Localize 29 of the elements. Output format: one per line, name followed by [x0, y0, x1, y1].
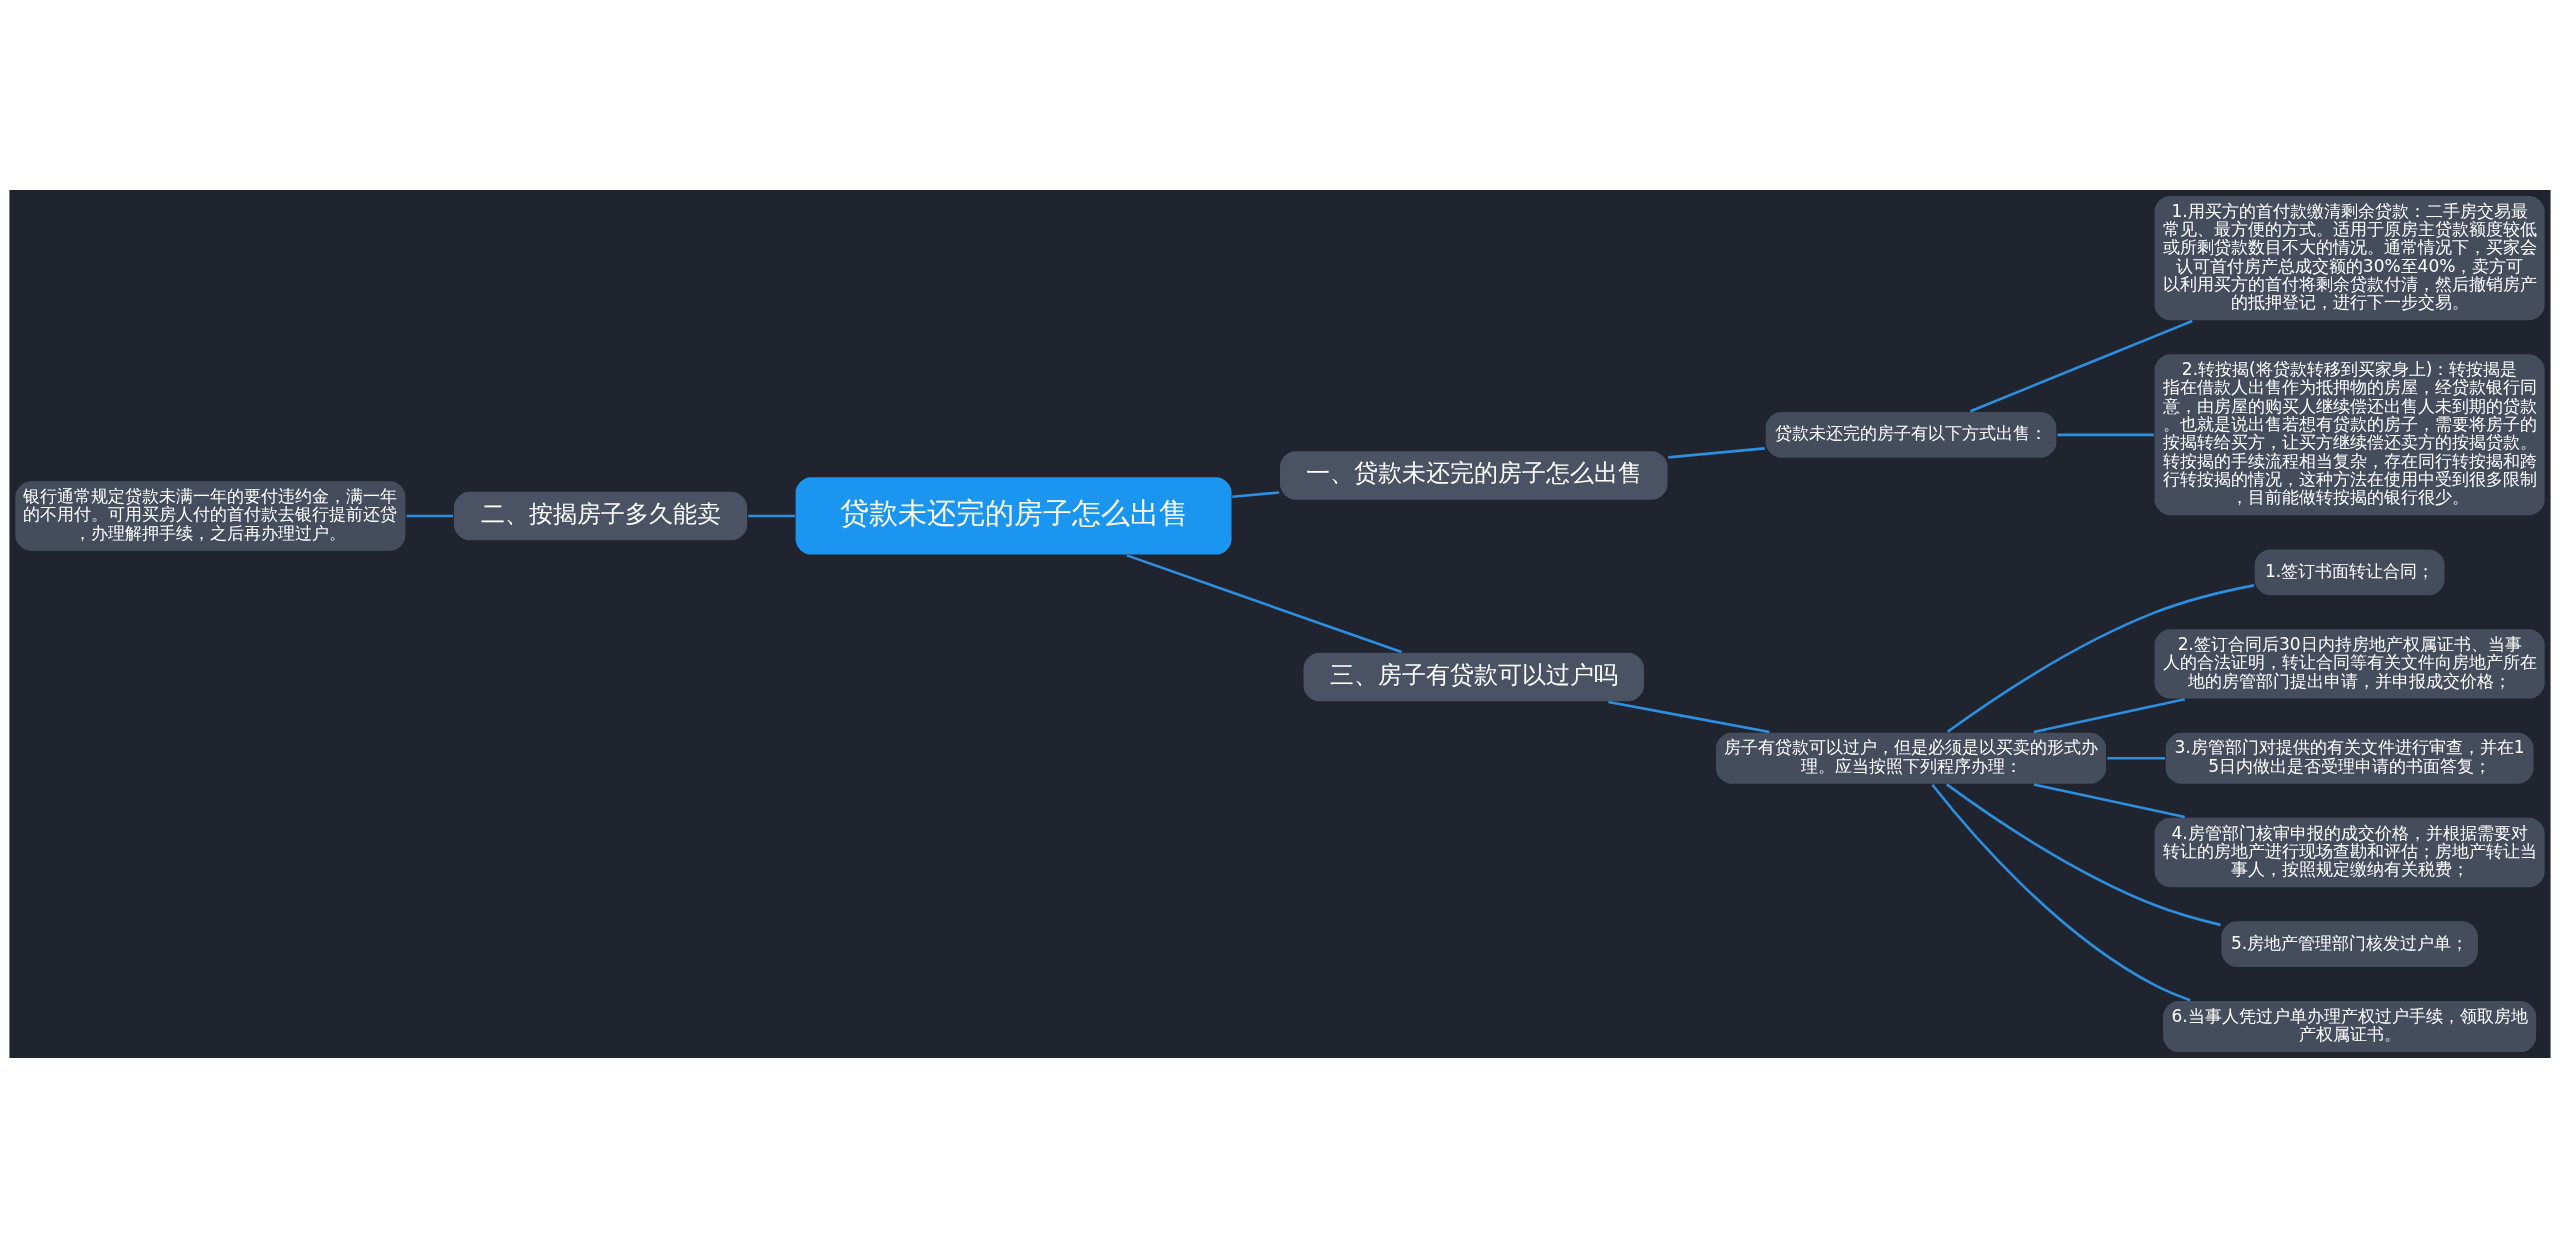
- node-box: 贷款未还完的房子怎么出售: [794, 475, 1233, 556]
- node-box: 1.用买方的首付款缴清剩余贷款：二手房交易最常见、最方便的方式。适用于原房主贷款额度较低或所剩贷款数目不大的情况。通常情况下，买家会认可首付房产总成交额的30%至40%，卖方可以利用买方的首付将剩余贷款付清，然后撤销房产的抵押登记，进行下一步交易。: [2153, 194, 2546, 322]
- connector: [406, 514, 454, 517]
- node-box: 贷款未还完的房子有以下方式出售：: [1764, 410, 2058, 459]
- connector: [1945, 782, 2221, 926]
- node-box: 1.签订书面转让合同；: [2253, 547, 2446, 596]
- node-box: 5.房地产管理部门核发过户单；: [2220, 919, 2480, 968]
- node-box: 4.房管部门核审申报的成交价格，并根据需要对转让的房地产进行现场查勘和评估；房地产转让当事人，按照规定缴纳有关税费；: [2153, 815, 2546, 888]
- connector: [2033, 697, 2185, 733]
- node-box: 二、按揭房子多久能卖: [452, 489, 749, 542]
- connector: [1126, 553, 1402, 653]
- connector: [748, 514, 795, 517]
- connector: [1608, 700, 1770, 733]
- node-box: 6.当事人凭过户单办理产权过户手续，领取房地产权属证书。: [2161, 999, 2538, 1053]
- connector: [1969, 319, 2193, 412]
- node-box: 房子有贷款可以过户，但是必须是以买卖的形式办理。应当按照下列程序办理：: [1714, 730, 2108, 785]
- connector: [2033, 782, 2185, 818]
- node-box: 三、房子有贷款可以过户吗: [1302, 651, 1646, 703]
- node-box: 一、贷款未还完的房子怎么出售: [1278, 449, 1669, 501]
- connector: [1668, 446, 1765, 459]
- node-box: 2.签订合同后30日内持房地产权属证书、当事人的合法证明，转让合同等有关文件向房地产所在地的房管部门提出申请，并申报成交价格；: [2153, 627, 2546, 700]
- node-box: 银行通常规定贷款未满一年的要付违约金，满一年的不用付。可用买房人付的首付款去银行提前还贷，办理解押手续，之后再办理过户。: [14, 479, 407, 552]
- node-box: 3.房管部门对提供的有关文件进行审查，并在15日内做出是否受理申请的书面答复；: [2164, 730, 2535, 785]
- connector: [2057, 433, 2154, 436]
- node-box: 2.转按揭(将贷款转移到买家身上)：转按揭是指在借款人出售作为抵押物的房屋，经贷款银行同意，由房屋的购买人继续偿还出售人未到期的贷款。也就是说出售若想有贷款的房子，需要将房子的按揭转给买方，让买方继续偿还卖方的按揭贷款。转按揭的手续流程相当复杂，存在同行转按揭和跨行转按揭的情况，这种方法在使用中受到很多限制，目前能做转按揭的银行很少。: [2153, 352, 2546, 517]
- connector: [1931, 783, 2191, 1001]
- connector: [1946, 583, 2255, 733]
- connector: [2107, 756, 2165, 759]
- connector: [1232, 490, 1280, 498]
